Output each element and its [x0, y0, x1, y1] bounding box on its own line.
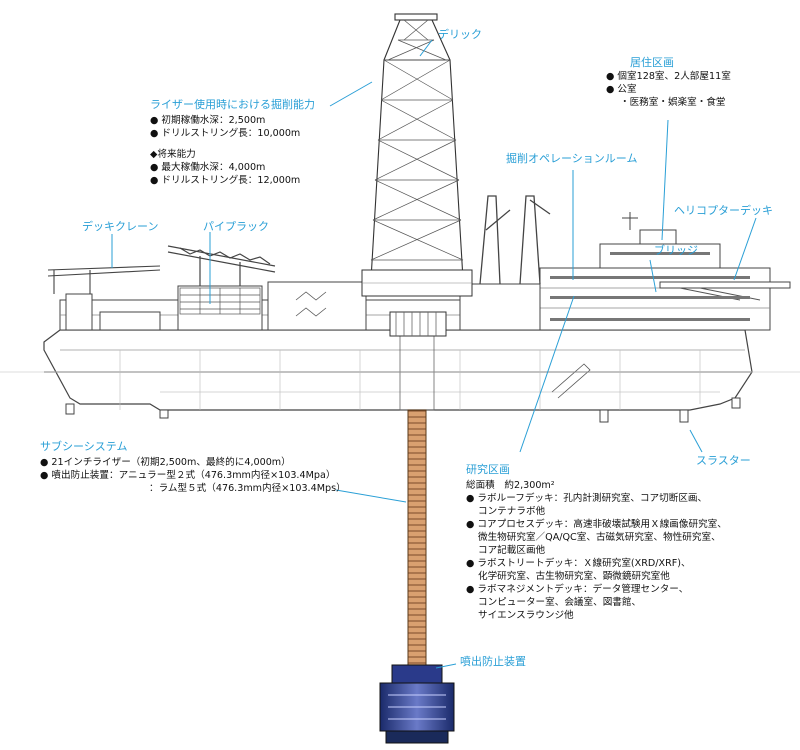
future-item: ● 最大稼働水深：4,000m [150, 162, 266, 173]
windows [550, 252, 750, 321]
label-drilling-ops-room: 掘削オペレーションルーム [506, 152, 638, 165]
living-item: ・医務室・娯楽室・食堂 [620, 97, 726, 108]
derrick-lattice [370, 19, 464, 261]
research-item: ● ラボルーフデッキ：孔内計測研究室、コア切断区画、 [466, 493, 708, 504]
label-riser-capability: ライザー使用時における掘削能力 [150, 98, 315, 111]
research-item: 微生物研究室／QA/QC室、古磁気研究室、物性研究室、 [478, 532, 721, 543]
riser-item: ● ドリルストリング長：10,000m [150, 128, 301, 139]
research-item: ● ラボストリートデッキ：Ｘ線研究室(XRD/XRF)、 [466, 558, 691, 569]
leader-lines [111, 39, 757, 669]
hull-internals [119, 350, 701, 410]
subsea-item: ● 21インチライザー（初期2,500m、最終的に4,000m） [40, 457, 291, 468]
future-item: ● ドリルストリング長：12,000m [150, 175, 301, 186]
subsea-item: ● 噴出防止装置：アニュラー型２式（476.3mm内径×103.4Mpa） [40, 470, 336, 481]
label-derrick: デリック [438, 28, 482, 41]
label-helideck: ヘリコプターデッキ [674, 204, 773, 217]
label-thruster: スラスター [696, 454, 751, 467]
pipe-rack-crane [167, 245, 276, 286]
subsea-list: ● 21インチライザー（初期2,500m、最終的に4,000m） ● 噴出防止装… [40, 456, 346, 495]
research-item: ● ラボマネジメントデッキ：データ管理センター、 [466, 584, 689, 595]
research-floor-area: 総面積 約2,300m² [466, 480, 555, 491]
label-living-area: 居住区画 [630, 56, 674, 69]
subsea-item: ：ラム型５式（476.3mm内径×103.4Mps） [149, 483, 346, 494]
hull [43, 329, 753, 411]
forward-cranes [479, 195, 551, 285]
living-area-list: ● 個室128室、2人部屋11室 ● 公室 ・医務室・娯楽室・食堂 [606, 70, 731, 109]
riser-item: ● 初期稼働水深：2,500m [150, 115, 266, 126]
pipe-rack [179, 287, 261, 315]
research-item: 化学研究室、古生物研究室、顕微鏡研究室他 [478, 571, 670, 582]
bridge-mast [622, 212, 638, 230]
thrusters [65, 397, 741, 423]
drill-floor [361, 269, 473, 337]
research-item: コンピューター室、会議室、図書館、 [478, 597, 642, 608]
research-item: コンテナラボ他 [478, 506, 546, 517]
label-bridge: ブリッジ [654, 244, 698, 257]
living-item: ● 公室 [606, 84, 637, 95]
riser-capability-list: ● 初期稼働水深：2,500m ● ドリルストリング長：10,000m ◆将来能… [150, 114, 300, 187]
derrick [369, 13, 465, 297]
label-subsea-system: サブシーシステム [40, 440, 128, 453]
bop-stack [379, 664, 455, 744]
riser-pipe [407, 409, 427, 666]
label-research-area: 研究区画 [466, 463, 510, 476]
stairs [295, 291, 591, 399]
label-deck-crane: デッキクレーン [82, 220, 159, 233]
research-list: 総面積 約2,300m² ● ラボルーフデッキ：孔内計測研究室、コア切断区画、 … [466, 479, 727, 622]
label-pipe-rack: パイプラック [203, 220, 269, 233]
research-item: サイエンスラウンジ他 [478, 610, 574, 621]
label-bop: 噴出防止装置 [460, 655, 526, 668]
deck-crane [47, 265, 161, 294]
research-item: コア記載区画他 [478, 545, 546, 556]
research-item: ● コアプロセスデッキ：高速非破壊試験用Ｘ線画像研究室、 [466, 519, 727, 530]
future-title: ◆将来能力 [150, 149, 196, 160]
living-item: ● 個室128室、2人部屋11室 [606, 71, 731, 82]
